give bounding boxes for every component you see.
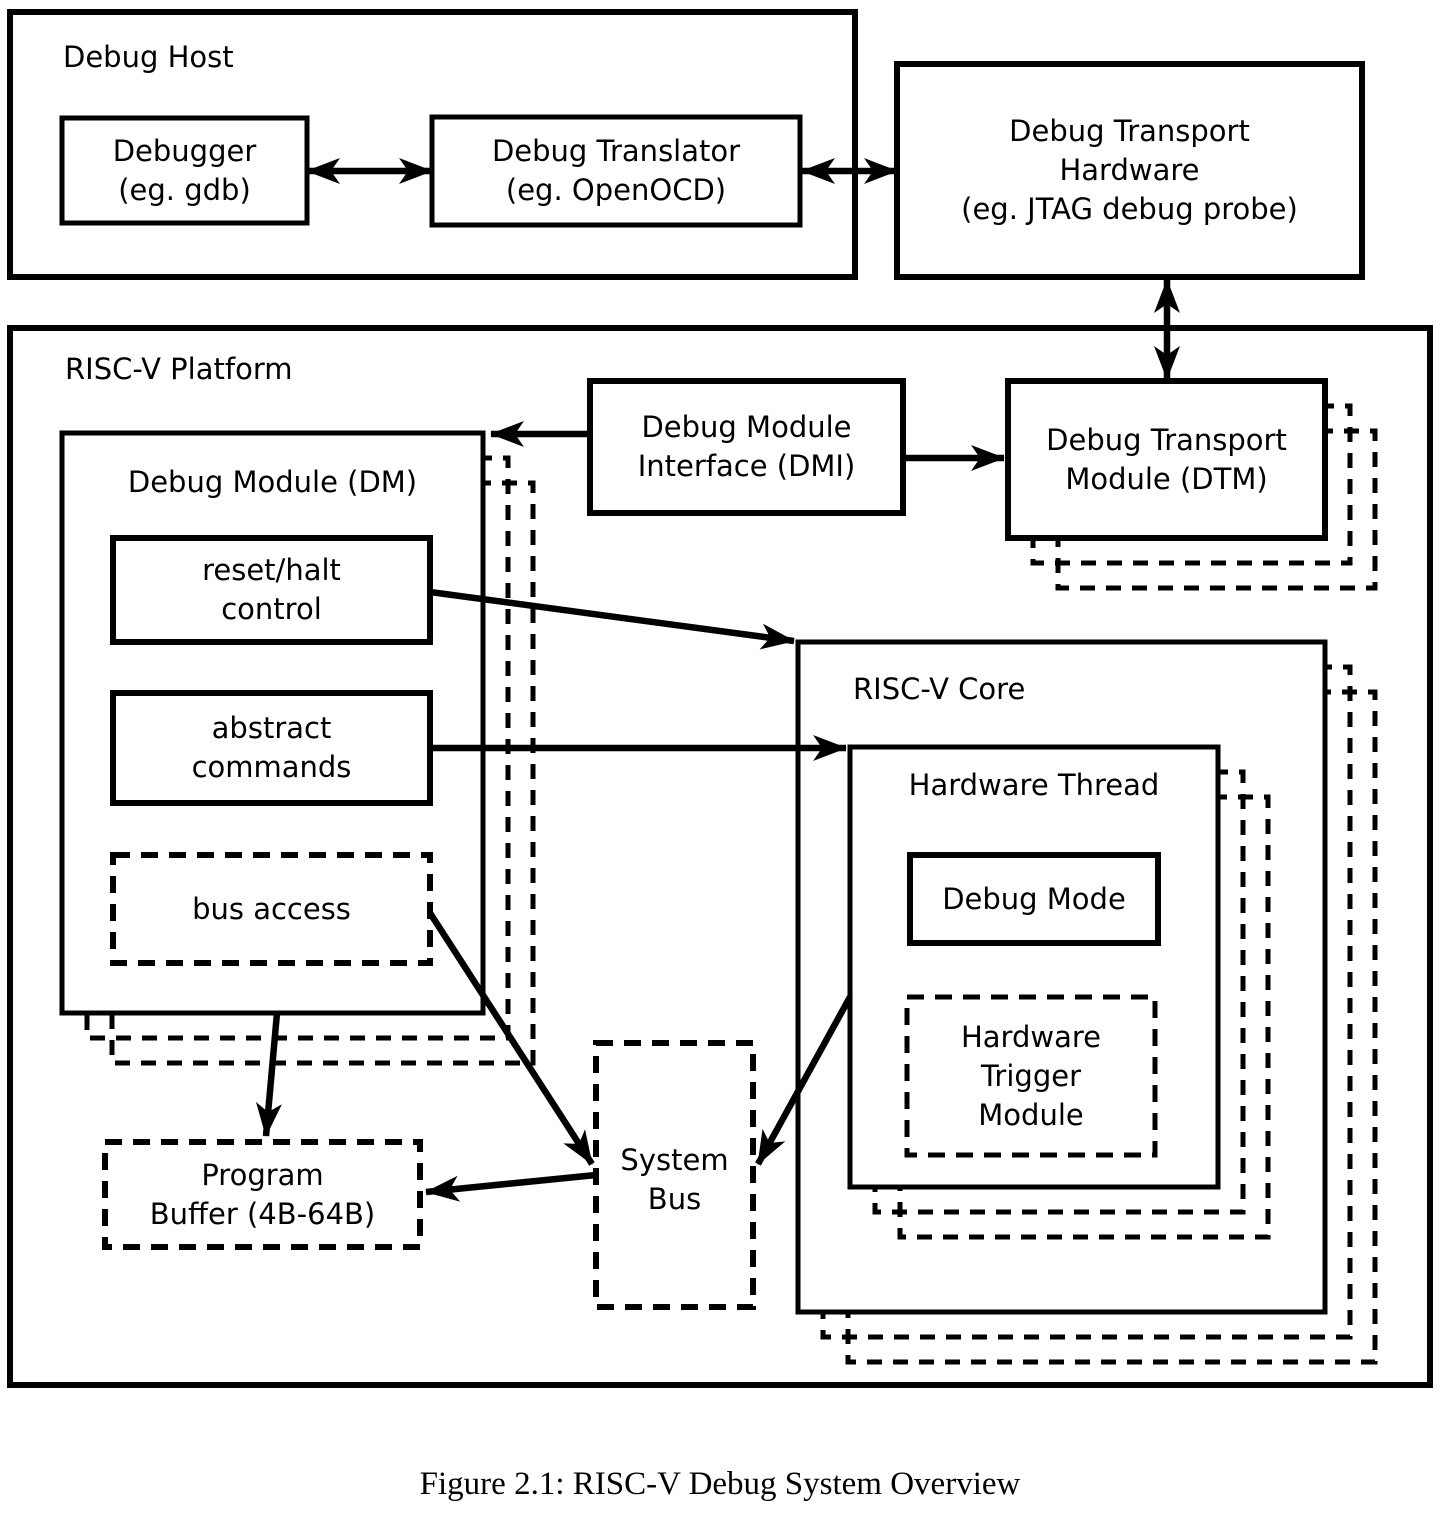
debug-transport-hardware-box bbox=[894, 61, 1365, 280]
reset-halt-control-box bbox=[110, 535, 433, 645]
dmi-box bbox=[587, 378, 906, 516]
arrow-system-bus-to-program-buffer bbox=[425, 1171, 597, 1202]
abstract-commands-box bbox=[110, 690, 433, 806]
arrow-bus-access-to-system-bus bbox=[427, 911, 595, 1166]
system-bus-box bbox=[593, 1040, 756, 1310]
hardware-trigger-module-box bbox=[904, 994, 1158, 1158]
debug-mode-box bbox=[907, 852, 1161, 946]
debug-translator-box bbox=[429, 114, 803, 228]
bus-access-box bbox=[110, 852, 433, 966]
arrow-thread-to-system-bus bbox=[755, 995, 853, 1166]
debugger-box bbox=[59, 115, 310, 226]
program-buffer-box bbox=[102, 1139, 423, 1250]
arrow-dm-to-program-buffer bbox=[255, 1012, 282, 1137]
arrow-reset-halt-to-core bbox=[429, 588, 795, 650]
dtm-box bbox=[1005, 378, 1328, 541]
